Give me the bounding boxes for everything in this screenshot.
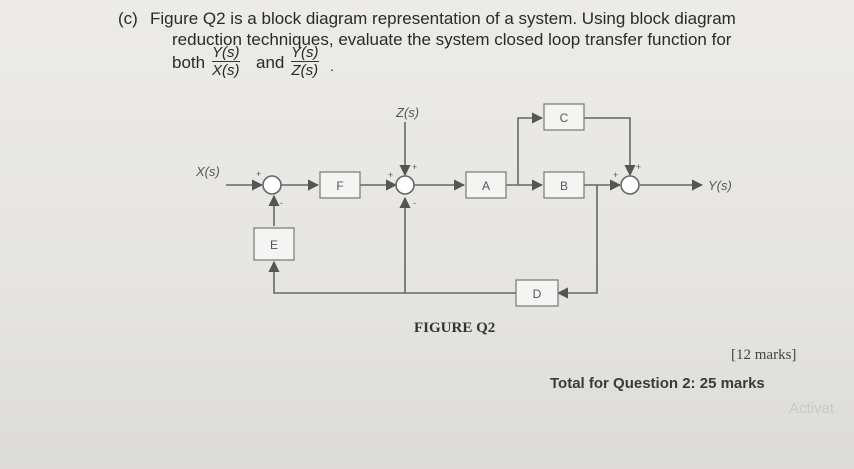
output-to-d-line — [556, 185, 598, 299]
block-e-label: E — [270, 238, 278, 252]
block-a — [465, 171, 507, 199]
d-to-e-line — [268, 260, 516, 294]
block-c — [543, 103, 585, 131]
fraction-2-denominator: Z(s) — [291, 62, 319, 79]
end-punctuation: . — [330, 58, 334, 74]
marks-label: [12 marks] — [731, 347, 797, 363]
activation-watermark: Activat — [789, 400, 835, 417]
fraction-y-over-x: Y(s) X(s) — [212, 45, 240, 78]
summing-junction-2 — [395, 175, 415, 195]
block-f-label: F — [336, 179, 343, 193]
s3-top-plus-sign: + — [636, 162, 641, 172]
output-label: Y(s) — [708, 178, 732, 193]
question-line-2: reduction techniques, evaluate the syste… — [172, 30, 732, 49]
block-a-label: A — [482, 179, 490, 193]
s1-plus-sign: + — [256, 169, 261, 179]
and-word: and — [256, 53, 285, 72]
summing-junction-1 — [262, 175, 282, 195]
fraction-1-numerator: Y(s) — [212, 44, 240, 61]
summing-junction-3 — [620, 175, 640, 195]
fraction-1-denominator: X(s) — [212, 62, 240, 79]
figure-caption: FIGURE Q2 — [414, 320, 496, 336]
branch-to-c-line — [517, 112, 544, 185]
block-d — [515, 279, 559, 307]
s3-left-plus-sign: + — [613, 170, 618, 180]
s2-top-plus-sign: + — [412, 162, 417, 172]
input-label: X(s) — [195, 164, 220, 179]
total-marks-label: Total for Question 2: 25 marks — [550, 375, 765, 392]
s2-minus-sign: - — [413, 198, 416, 208]
question-part-label: (c) — [118, 9, 138, 28]
c-to-s3-line — [584, 117, 636, 177]
block-c-label: C — [560, 111, 569, 125]
s2-left-plus-sign: + — [388, 170, 393, 180]
block-d-label: D — [533, 287, 542, 301]
fraction-y-over-z: Y(s) Z(s) — [291, 45, 319, 78]
block-b-label: B — [560, 179, 568, 193]
block-f — [319, 171, 361, 199]
s1-minus-sign: - — [280, 198, 283, 208]
block-b — [543, 171, 585, 199]
both-word: both — [172, 53, 206, 72]
block-e — [253, 227, 295, 261]
fraction-2-numerator: Y(s) — [291, 44, 319, 61]
disturbance-label: Z(s) — [395, 105, 419, 120]
question-line-1: Figure Q2 is a block diagram representat… — [150, 9, 736, 28]
